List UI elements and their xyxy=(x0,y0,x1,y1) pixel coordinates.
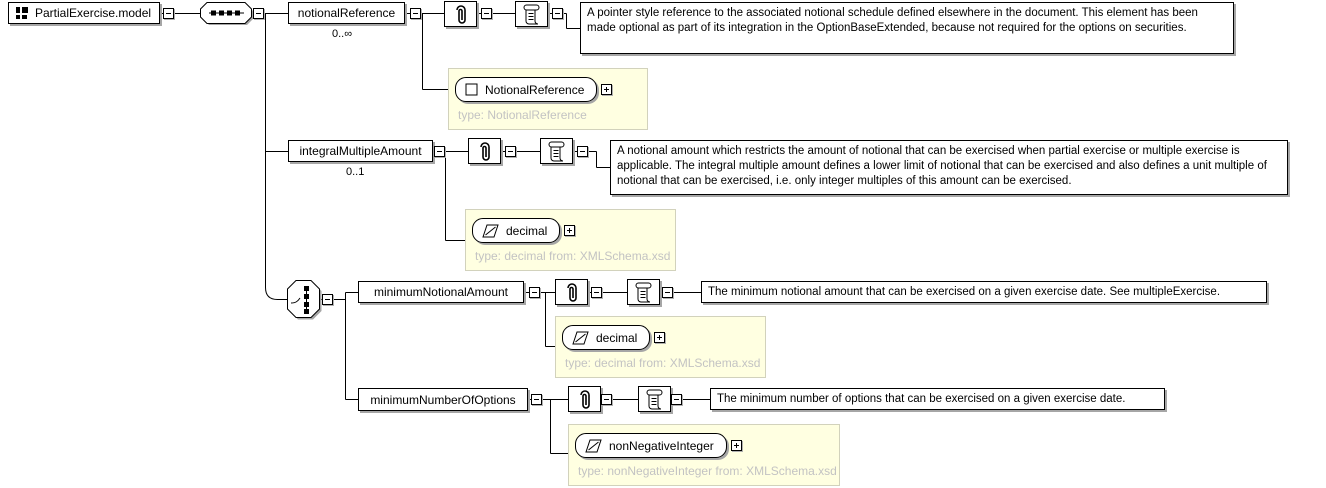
type-pill-decimal[interactable]: decimal xyxy=(562,325,651,350)
type-name: NotionalReference xyxy=(485,82,585,97)
collapse-toggle[interactable] xyxy=(531,394,542,405)
type-pill-non-negative-integer[interactable]: nonNegativeInteger xyxy=(575,433,727,458)
type-name: decimal xyxy=(506,223,548,238)
collapse-toggle[interactable] xyxy=(434,146,445,157)
element-integral-multiple-amount[interactable]: integralMultipleAmount xyxy=(288,140,433,162)
annotation-node[interactable] xyxy=(468,138,501,164)
type-pill-notional-reference[interactable]: NotionalReference xyxy=(455,77,598,102)
element-label: notionalReference xyxy=(297,6,396,20)
expand-toggle[interactable] xyxy=(654,332,666,343)
paperclip-icon xyxy=(479,142,490,161)
expand-toggle[interactable] xyxy=(730,440,742,451)
sequence-icon xyxy=(200,2,253,25)
expand-toggle[interactable] xyxy=(564,225,576,236)
scroll-icon xyxy=(523,4,539,25)
collapse-toggle[interactable] xyxy=(163,8,174,19)
collapse-toggle[interactable] xyxy=(552,8,563,19)
collapse-toggle[interactable] xyxy=(577,146,588,157)
type-group-non-negative-integer: nonNegativeInteger type: nonNegativeInte… xyxy=(568,424,840,486)
paperclip-icon xyxy=(455,5,466,24)
annotation-node[interactable] xyxy=(444,1,477,27)
documentation-text: A pointer style reference to the associa… xyxy=(580,2,1234,54)
documentation-node[interactable] xyxy=(540,138,573,164)
cardinality-label: 0..1 xyxy=(346,166,365,178)
collapse-toggle[interactable] xyxy=(253,8,264,19)
annotation-node[interactable] xyxy=(568,386,601,412)
type-name: decimal xyxy=(596,330,638,345)
type-group-decimal: decimal type: decimal from: XMLSchema.xs… xyxy=(555,316,766,378)
simple-type-icon xyxy=(482,224,499,237)
documentation-text: A notional amount which restricts the am… xyxy=(610,140,1288,195)
type-caption: type: nonNegativeInteger from: XMLSchema… xyxy=(578,464,837,478)
collapse-toggle[interactable] xyxy=(322,294,333,305)
simple-type-icon xyxy=(572,331,589,344)
collapse-toggle[interactable] xyxy=(529,287,540,298)
element-label: integralMultipleAmount xyxy=(299,144,422,158)
documentation-text: The minimum notional amount that can be … xyxy=(701,281,1267,303)
collapse-toggle[interactable] xyxy=(410,8,421,19)
collapse-toggle[interactable] xyxy=(591,287,602,298)
scroll-icon xyxy=(548,141,564,162)
collapse-toggle[interactable] xyxy=(601,394,612,405)
collapse-toggle[interactable] xyxy=(505,146,516,157)
type-caption: type: decimal from: XMLSchema.xsd xyxy=(475,249,671,263)
annotation-node[interactable] xyxy=(555,279,588,305)
expand-toggle[interactable] xyxy=(601,84,613,95)
choice-icon xyxy=(287,280,322,320)
type-group-notional-reference: NotionalReference type: NotionalReferenc… xyxy=(448,68,648,130)
type-caption: type: decimal from: XMLSchema.xsd xyxy=(565,356,761,370)
scroll-icon xyxy=(635,282,651,303)
element-label: minimumNumberOfOptions xyxy=(370,392,516,407)
element-minimum-notional-amount[interactable]: minimumNotionalAmount xyxy=(358,281,524,303)
documentation-node[interactable] xyxy=(515,1,548,27)
paperclip-icon xyxy=(579,390,590,409)
collapse-toggle[interactable] xyxy=(481,8,492,19)
type-group-decimal: decimal type: decimal from: XMLSchema.xs… xyxy=(465,209,676,271)
sequence-compositor[interactable] xyxy=(200,2,255,32)
root-element-box[interactable]: PartialExercise.model xyxy=(8,2,160,24)
scroll-icon xyxy=(646,389,662,410)
element-notional-reference[interactable]: notionalReference xyxy=(288,2,405,24)
documentation-node[interactable] xyxy=(627,279,660,305)
simple-type-icon xyxy=(585,439,602,452)
model-group-icon xyxy=(16,7,28,19)
collapse-toggle[interactable] xyxy=(671,394,682,405)
type-pill-decimal[interactable]: decimal xyxy=(472,218,561,243)
collapse-toggle[interactable] xyxy=(662,287,673,298)
documentation-text: The minimum number of options that can b… xyxy=(710,388,1165,410)
choice-compositor[interactable] xyxy=(287,280,323,326)
documentation-node[interactable] xyxy=(638,386,671,412)
root-element-label: PartialExercise.model xyxy=(35,6,152,20)
element-minimum-number-of-options[interactable]: minimumNumberOfOptions xyxy=(358,388,528,411)
type-caption: type: NotionalReference xyxy=(458,108,587,122)
complex-type-icon xyxy=(465,83,478,96)
cardinality-label: 0..∞ xyxy=(332,28,353,40)
paperclip-icon xyxy=(566,283,577,302)
type-name: nonNegativeInteger xyxy=(609,438,714,453)
element-label: minimumNotionalAmount xyxy=(373,285,509,299)
